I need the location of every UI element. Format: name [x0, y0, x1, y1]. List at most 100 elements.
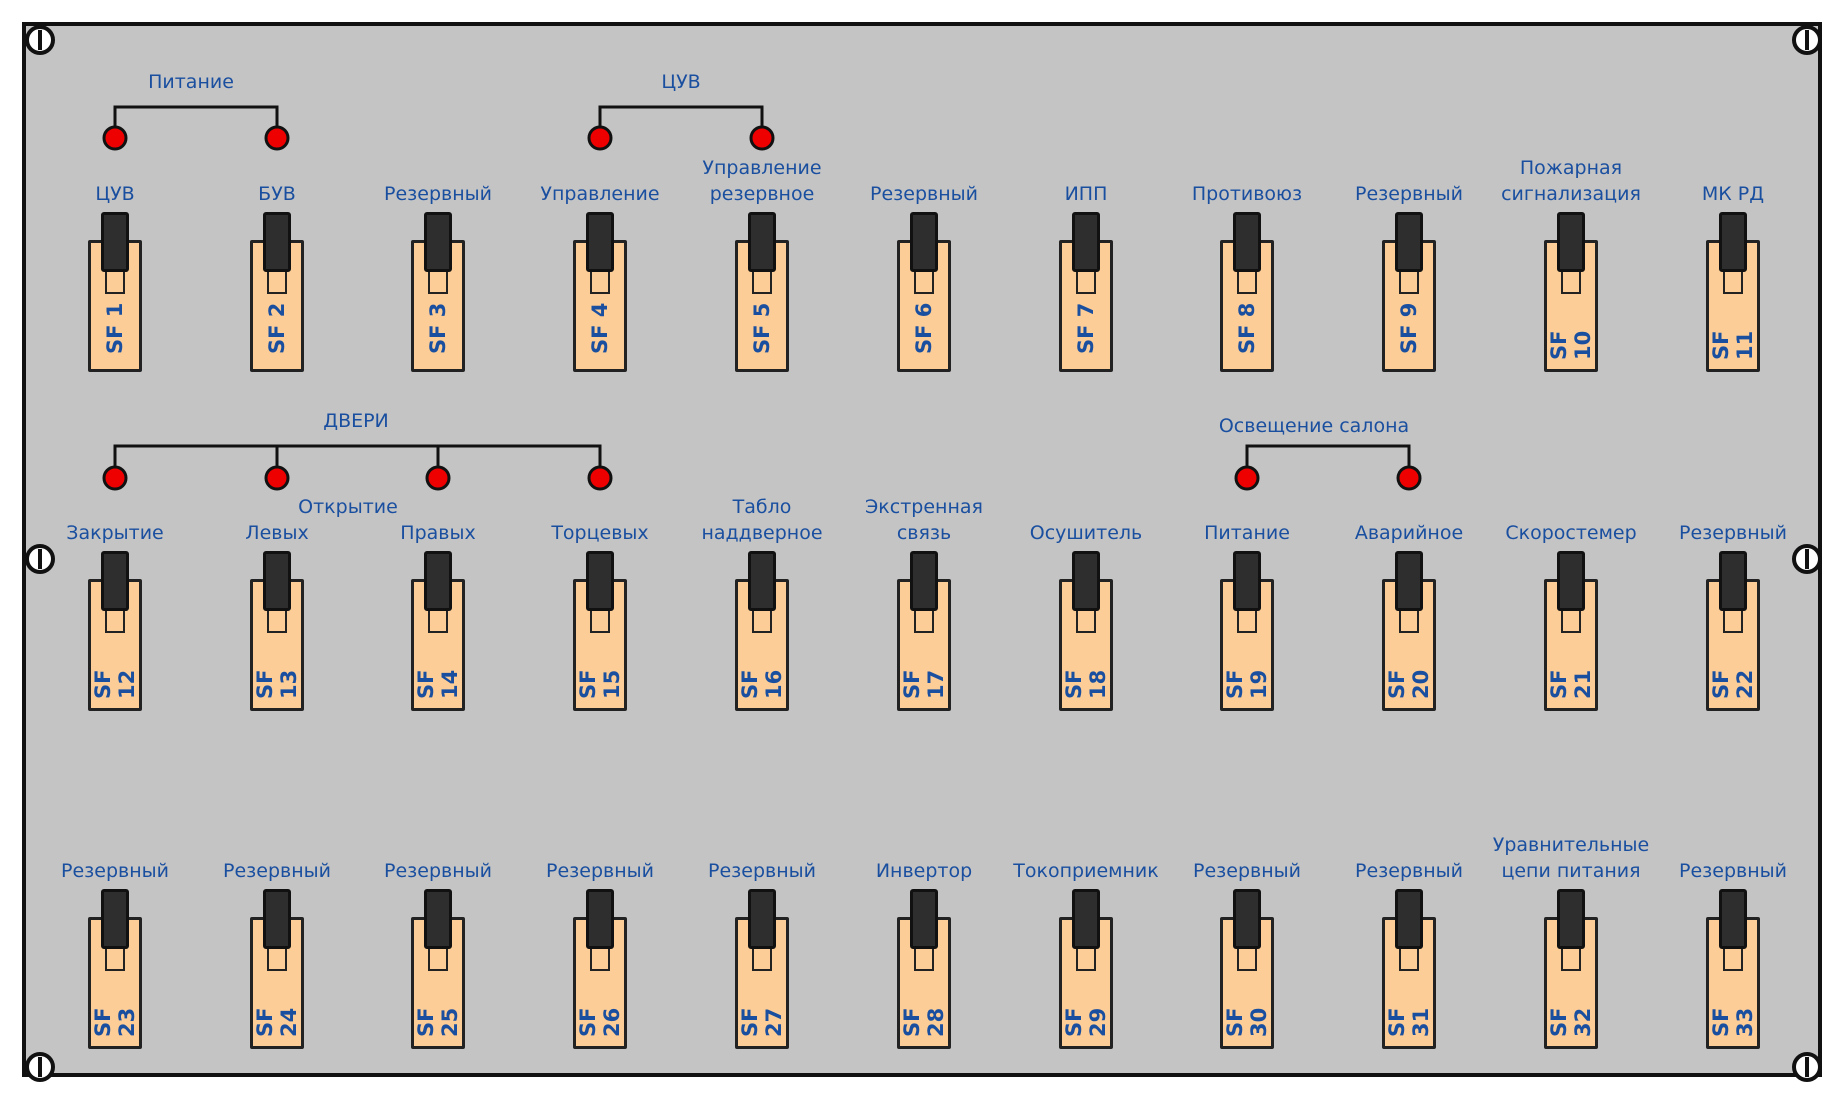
toggle-lever-icon[interactable]	[263, 551, 291, 611]
toggle-lever-icon[interactable]	[263, 889, 291, 949]
toggle-lever-icon[interactable]	[1233, 551, 1261, 611]
screw-icon	[25, 544, 55, 574]
toggle-lever-icon[interactable]	[748, 889, 776, 949]
toggle-lever-icon[interactable]	[1072, 889, 1100, 949]
breaker-slot	[267, 937, 287, 971]
breaker-code: SF 33	[1709, 1007, 1757, 1037]
breaker-body	[573, 240, 627, 372]
circuit-breaker[interactable]: SF 24	[250, 889, 304, 1049]
breaker-slot	[1237, 599, 1257, 633]
toggle-lever-icon[interactable]	[1233, 212, 1261, 272]
circuit-breaker[interactable]: SF 14	[411, 551, 465, 711]
breaker-slot	[428, 937, 448, 971]
breaker-code: SF 29	[1062, 1007, 1110, 1037]
toggle-lever-icon[interactable]	[748, 212, 776, 272]
breaker-code: SF 1	[103, 302, 127, 354]
circuit-breaker[interactable]: SF 1	[88, 212, 142, 372]
circuit-breaker[interactable]: SF 7	[1059, 212, 1113, 372]
circuit-breaker[interactable]: SF 25	[411, 889, 465, 1049]
breaker-label: Резервный	[384, 183, 492, 205]
toggle-lever-icon[interactable]	[1395, 551, 1423, 611]
circuit-breaker[interactable]: SF 9	[1382, 212, 1436, 372]
breaker-slot	[1399, 937, 1419, 971]
breaker-code: SF 12	[91, 669, 139, 699]
circuit-breaker[interactable]: SF 19	[1220, 551, 1274, 711]
toggle-lever-icon[interactable]	[1395, 889, 1423, 949]
toggle-lever-icon[interactable]	[1557, 212, 1585, 272]
circuit-breaker[interactable]: SF 22	[1706, 551, 1760, 711]
circuit-breaker[interactable]: SF 10	[1544, 212, 1598, 372]
breaker-slot	[1076, 599, 1096, 633]
toggle-lever-icon[interactable]	[1072, 212, 1100, 272]
circuit-breaker[interactable]: SF 30	[1220, 889, 1274, 1049]
breaker-code: SF 10	[1547, 330, 1595, 360]
breaker-slot	[590, 937, 610, 971]
circuit-breaker[interactable]: SF 17	[897, 551, 951, 711]
toggle-lever-icon[interactable]	[1395, 212, 1423, 272]
breaker-label: ЦУВ	[95, 183, 135, 205]
breaker-code: SF 31	[1385, 1007, 1433, 1037]
breaker-label: Скоростемер	[1505, 522, 1637, 544]
circuit-breaker[interactable]: SF 33	[1706, 889, 1760, 1049]
toggle-lever-icon[interactable]	[1719, 551, 1747, 611]
circuit-breaker[interactable]: SF 5	[735, 212, 789, 372]
circuit-breaker[interactable]: SF 13	[250, 551, 304, 711]
breaker-code: SF 27	[738, 1007, 786, 1037]
breaker-slot	[1237, 260, 1257, 294]
circuit-breaker[interactable]: SF 26	[573, 889, 627, 1049]
circuit-breaker[interactable]: SF 18	[1059, 551, 1113, 711]
circuit-breaker[interactable]: SF 29	[1059, 889, 1113, 1049]
toggle-lever-icon[interactable]	[424, 212, 452, 272]
circuit-breaker[interactable]: SF 20	[1382, 551, 1436, 711]
breaker-label: Управление резервное	[702, 157, 822, 205]
toggle-lever-icon[interactable]	[1719, 889, 1747, 949]
toggle-lever-icon[interactable]	[910, 889, 938, 949]
circuit-breaker[interactable]: SF 6	[897, 212, 951, 372]
toggle-lever-icon[interactable]	[101, 212, 129, 272]
toggle-lever-icon[interactable]	[748, 551, 776, 611]
screw-icon	[25, 25, 55, 55]
circuit-breaker[interactable]: SF 21	[1544, 551, 1598, 711]
circuit-breaker[interactable]: SF 27	[735, 889, 789, 1049]
group-label-tsuv: ЦУВ	[661, 71, 701, 93]
toggle-lever-icon[interactable]	[101, 889, 129, 949]
circuit-breaker[interactable]: SF 32	[1544, 889, 1598, 1049]
circuit-breaker[interactable]: SF 11	[1706, 212, 1760, 372]
circuit-breaker[interactable]: SF 23	[88, 889, 142, 1049]
circuit-breaker[interactable]: SF 3	[411, 212, 465, 372]
circuit-breaker[interactable]: SF 4	[573, 212, 627, 372]
circuit-breaker[interactable]: SF 8	[1220, 212, 1274, 372]
circuit-breaker[interactable]: SF 31	[1382, 889, 1436, 1049]
screw-icon	[1792, 25, 1822, 55]
toggle-lever-icon[interactable]	[1233, 889, 1261, 949]
toggle-lever-icon[interactable]	[586, 212, 614, 272]
toggle-lever-icon[interactable]	[1557, 551, 1585, 611]
toggle-lever-icon[interactable]	[910, 212, 938, 272]
toggle-lever-icon[interactable]	[586, 551, 614, 611]
circuit-breaker[interactable]: SF 16	[735, 551, 789, 711]
toggle-lever-icon[interactable]	[101, 551, 129, 611]
toggle-lever-icon[interactable]	[1557, 889, 1585, 949]
circuit-breaker[interactable]: SF 15	[573, 551, 627, 711]
breaker-code: SF 22	[1709, 669, 1757, 699]
breaker-label: БУВ	[258, 183, 296, 205]
breaker-code: SF 4	[588, 302, 612, 354]
breaker-label: Резервный	[1679, 860, 1787, 882]
toggle-lever-icon[interactable]	[263, 212, 291, 272]
circuit-breaker[interactable]: SF 12	[88, 551, 142, 711]
circuit-breaker[interactable]: SF 28	[897, 889, 951, 1049]
breaker-label: Экстренная связь	[865, 496, 983, 544]
toggle-lever-icon[interactable]	[910, 551, 938, 611]
breaker-code: SF 6	[912, 302, 936, 354]
toggle-lever-icon[interactable]	[586, 889, 614, 949]
toggle-lever-icon[interactable]	[424, 889, 452, 949]
breaker-slot	[1723, 599, 1743, 633]
breaker-code: SF 19	[1223, 669, 1271, 699]
breaker-code: SF 20	[1385, 669, 1433, 699]
toggle-lever-icon[interactable]	[1719, 212, 1747, 272]
toggle-lever-icon[interactable]	[1072, 551, 1100, 611]
toggle-lever-icon[interactable]	[424, 551, 452, 611]
screw-icon	[1792, 544, 1822, 574]
circuit-breaker[interactable]: SF 2	[250, 212, 304, 372]
breaker-code: SF 2	[265, 302, 289, 354]
